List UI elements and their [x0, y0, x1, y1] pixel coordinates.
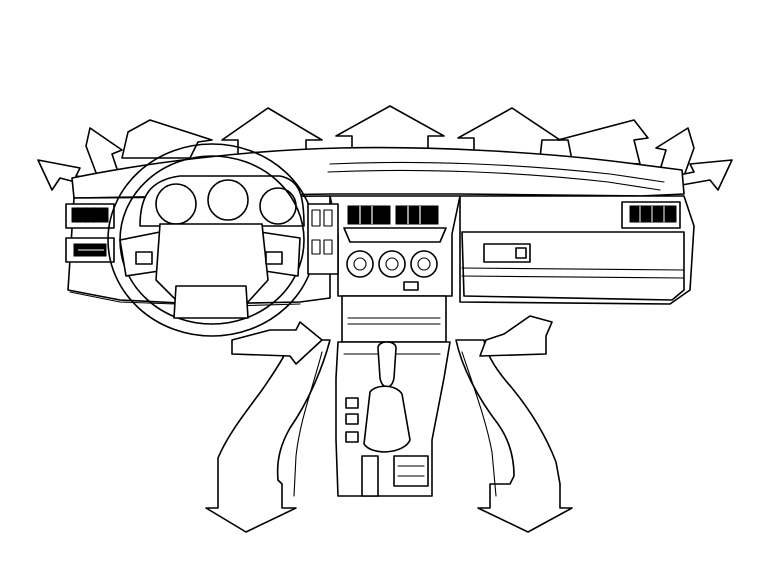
center-vent-right: [395, 205, 439, 225]
shift-boot: [363, 385, 411, 453]
console-switch-1: [345, 397, 359, 409]
climate-button: [403, 281, 419, 291]
climate-knob-left: [346, 250, 374, 278]
steering-button-right: [265, 251, 283, 265]
switch-block: [307, 203, 339, 275]
defroster-arrow-3: [335, 105, 445, 153]
climate-knob-right: [410, 250, 438, 278]
floor-duct-right: [461, 351, 497, 497]
right-side-vent: [621, 201, 681, 229]
steering-hub: [155, 223, 269, 303]
floor-duct-left: [293, 351, 323, 497]
instrument-cluster: [139, 175, 305, 227]
gauge-right: [259, 187, 297, 225]
steering-button-left: [135, 251, 153, 265]
floor-ducts: [293, 351, 497, 497]
floor-outlet-arrows: [205, 339, 573, 533]
radio-unit: [341, 295, 447, 343]
floor-arrow-right: [455, 339, 573, 533]
console-switch-2: [345, 413, 359, 425]
steering-horn-pad: [173, 285, 249, 319]
glovebox-panel: [461, 231, 685, 301]
defroster-arrows: [121, 105, 649, 165]
handbrake: [361, 455, 379, 497]
defroster-arrow-1: [121, 119, 213, 159]
center-vent-lower-trim: [343, 227, 447, 243]
steering-wheel: [107, 143, 317, 337]
left-lower-vent: [65, 237, 115, 263]
side-vents: [65, 201, 681, 263]
console-tray: [393, 455, 429, 487]
glovebox-trim-1: [461, 267, 685, 271]
glovebox-trim-2: [461, 275, 685, 279]
floor-arrow-left: [205, 339, 331, 533]
gauge-left: [155, 183, 197, 225]
gear-shifter: [377, 341, 397, 388]
center-stack: [307, 195, 461, 497]
center-vent-left: [347, 205, 391, 225]
gauge-center: [207, 179, 249, 221]
face-vent-arrows: [231, 315, 553, 365]
face-arrow-left: [231, 321, 323, 365]
console-switch-3: [345, 431, 359, 443]
defrost-grille: [329, 161, 665, 183]
defroster-arrow-5: [557, 119, 649, 165]
defrost-grille-2: [327, 169, 661, 191]
glovebox-latch: [515, 247, 527, 259]
face-arrow-right: [479, 315, 553, 357]
climate-knob-center: [378, 250, 406, 278]
left-side-vent: [65, 203, 115, 229]
